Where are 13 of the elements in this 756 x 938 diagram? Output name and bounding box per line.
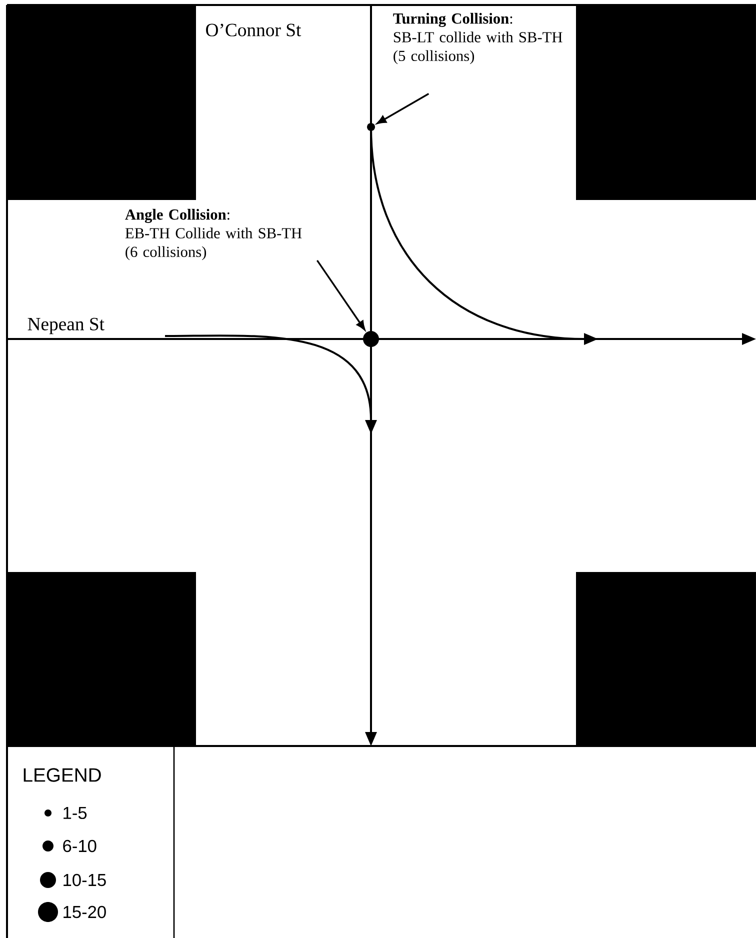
leader-arrow <box>316 260 366 330</box>
legend-text: 10-15 <box>64 874 106 886</box>
legend-text: 6-10 <box>63 840 96 852</box>
leader-arrow <box>376 93 430 124</box>
legend-text: 15-20 <box>64 906 106 918</box>
collision-dot <box>367 123 375 131</box>
collision-dot <box>363 331 379 347</box>
street-name: Nepean St <box>28 318 104 334</box>
legend-title: LEGEND <box>24 768 101 782</box>
street-name: O’Connor St <box>206 24 302 36</box>
callout-text: Angle Collision: EB-TH Collide with SB-TH (6 collisions) <box>125 208 302 260</box>
callout-text: Turning Collision: SB-LT collide with SB-TH (5 collisions) <box>393 12 562 64</box>
legend-text: 1-5 <box>64 806 87 820</box>
